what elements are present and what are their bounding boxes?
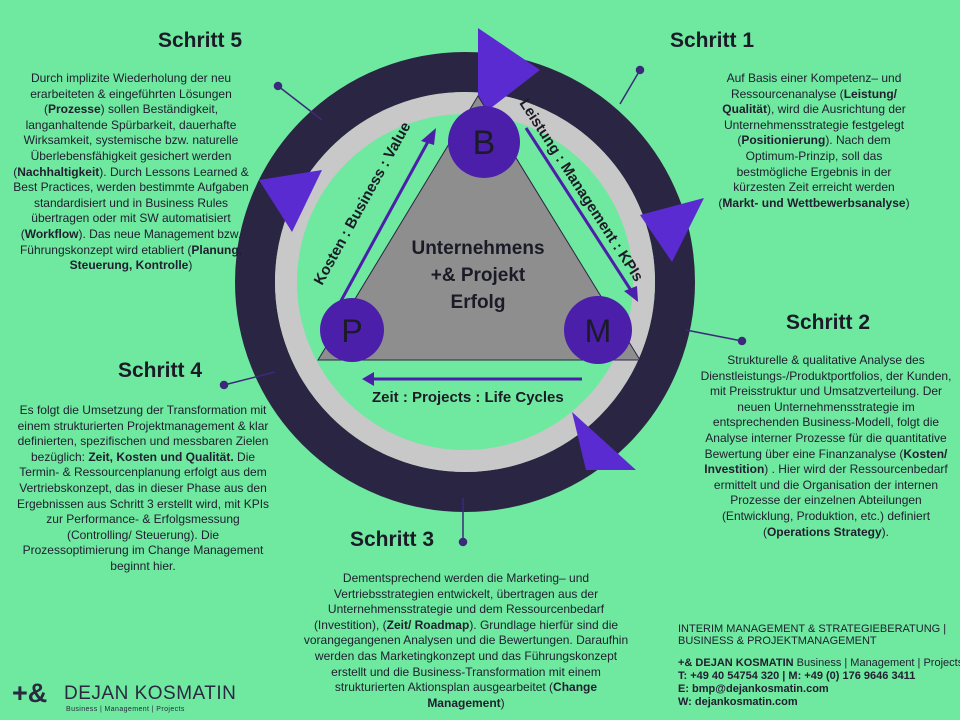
connector-dot-step2	[737, 336, 747, 346]
step3-heading: Schritt 3	[350, 528, 435, 551]
center-title-line3: Erfolg	[451, 292, 506, 313]
edge-arrowhead-left	[421, 128, 436, 145]
step-keyword: Positionierung	[741, 133, 826, 148]
step-keyword: Markt- und Wettbewerbsanalyse	[722, 195, 906, 210]
cycle-arrow-top	[478, 28, 540, 118]
logo-tagline: Business | Management | Projects	[66, 706, 185, 713]
step-paragraph: Strukturelle & qualitative Analyse des D…	[696, 353, 956, 540]
step5-heading: Schritt 5	[158, 29, 243, 52]
center-title-line1: Unternehmens	[411, 238, 544, 259]
connector-step2	[685, 329, 743, 342]
step-paragraph: Durch implizite Wiederholung der neu era…	[6, 71, 256, 274]
step5-text: Durch implizite Wiederholung der neu era…	[6, 71, 256, 274]
edge-arrow-left-line	[334, 137, 432, 311]
step-text-segment: Es folgt die Umsetzung der Transformatio…	[17, 403, 269, 464]
step-text-segment: ) . Hier wird der Ressourcenbedarf ermit…	[713, 462, 948, 539]
contact-footer: INTERIM MANAGEMENT & STRATEGIEBERATUNG |…	[678, 623, 960, 709]
cycle-arrow-right	[640, 198, 704, 262]
step1-heading: Schritt 1	[670, 29, 755, 52]
connector-dot-step5	[273, 81, 283, 91]
cycle-arrow-bottom-right	[572, 412, 636, 470]
step2-heading: Schritt 2	[786, 311, 871, 334]
step2-text: Strukturelle & qualitative Analyse des D…	[696, 353, 956, 540]
footer-headline-1: INTERIM MANAGEMENT & STRATEGIEBERATUNG |	[678, 623, 947, 635]
step-keyword: Prozesse	[47, 102, 101, 117]
step-text-segment: ) sollen Beständigkeit, langanhaltende S…	[13, 102, 239, 179]
edge-label-bottom: Zeit : Projects : Life Cycles	[372, 389, 564, 406]
step4-heading: Schritt 4	[118, 359, 203, 382]
step3-text: Dementsprechend werden die Marketing– un…	[296, 571, 636, 711]
step-text-segment: ). Nach dem Optimum-Prinzip, soll das be…	[718, 133, 895, 210]
edge-arrow-right-line	[524, 127, 634, 293]
step-keyword: Kosten/ Investition	[704, 446, 948, 477]
step-keyword: Planung, Steuerung, Kontrolle	[69, 242, 243, 273]
step-keyword: Nachhaltigkeit	[17, 164, 100, 179]
central-triangle	[317, 95, 641, 361]
logo-mark: +&	[12, 678, 48, 708]
connector-step4	[223, 371, 276, 386]
cycle-arrow-left	[259, 170, 322, 232]
edge-arrowhead-right	[624, 286, 638, 302]
connector-dot-step4	[219, 380, 229, 390]
connector-step1	[619, 69, 641, 105]
node-m	[564, 296, 632, 364]
step-text-segment: )	[500, 695, 505, 710]
brand-logo: +& DEJAN KOSMATIN Business | Management …	[12, 678, 236, 714]
footer-phone: T: +49 40 54754 320 | M: +49 (0) 176 964…	[678, 670, 916, 682]
center-title-line2: +& Projekt	[431, 265, 526, 286]
step-text-segment: Auf Basis einer Kompetenz– und Ressource…	[726, 71, 902, 101]
connector-dot-step1	[635, 65, 645, 75]
step-text-segment: Dementsprechend werden die Marketing– un…	[313, 571, 605, 632]
step-text-segment: ). Grundlage hierfür sind die vorangegan…	[303, 617, 629, 695]
step-paragraph: Auf Basis einer Kompetenz– und Ressource…	[714, 71, 914, 211]
step-text-segment: ).	[881, 524, 890, 539]
footer-company-line: +& DEJAN KOSMATIN Business | Management …	[678, 657, 960, 670]
step-text-segment: Strukturelle & qualitative Analyse des D…	[700, 353, 952, 461]
footer-headline-2: BUSINESS & PROJEKTMANAGEMENT	[678, 635, 877, 647]
node-b-label: B	[473, 124, 496, 162]
edge-arrows	[334, 127, 634, 381]
step-paragraph: Es folgt die Umsetzung der Transformatio…	[16, 403, 270, 575]
outer-ring	[235, 52, 695, 512]
step-text-segment: ), wird die Ausrichtung der Unternehmens…	[723, 102, 906, 148]
footer-company-tag: Business | Management | Projects	[793, 657, 960, 669]
step-text-segment: ). Das neue Management bzw. Führungskonz…	[19, 226, 242, 257]
node-m-label: M	[585, 313, 612, 349]
node-b	[448, 106, 520, 178]
step-text-segment: )	[905, 195, 910, 210]
step-text-segment: Durch implizite Wiederholung der neu era…	[30, 71, 232, 117]
step-keyword: Zeit, Kosten und Qualität.	[88, 449, 234, 464]
node-p-label: P	[341, 313, 362, 349]
step-text-segment: Die Termin- & Ressourcenplanung erfolgt …	[16, 449, 270, 573]
inner-ring	[275, 92, 655, 472]
step4-text: Es folgt die Umsetzung der Transformatio…	[16, 403, 270, 575]
step-keyword: Workflow	[24, 226, 79, 241]
step-keyword: Change Management	[427, 680, 598, 710]
connector-dot-step3	[458, 537, 468, 547]
footer-email[interactable]: E: bmp@dejankosmatin.com	[678, 683, 829, 695]
step-keyword: Leistung/ Qualität	[722, 86, 898, 117]
edge-arrowhead-bottom	[362, 372, 374, 386]
step-connectors	[219, 65, 747, 547]
step1-text: Auf Basis einer Kompetenz– und Ressource…	[714, 71, 914, 211]
step-keyword: Zeit/ Roadmap	[386, 617, 470, 632]
footer-web[interactable]: W: dejankosmatin.com	[678, 696, 798, 708]
node-p	[320, 298, 384, 362]
step-text-segment: )	[188, 258, 193, 273]
logo-name: DEJAN KOSMATIN	[64, 683, 237, 704]
step-paragraph: Dementsprechend werden die Marketing– un…	[296, 571, 636, 711]
step-text-segment: ). Durch Lessons Learned & Best Practice…	[13, 164, 249, 241]
connector-step5	[277, 85, 323, 121]
step-keyword: Operations Strategy	[766, 524, 882, 539]
footer-company: +& DEJAN KOSMATIN	[678, 657, 794, 669]
